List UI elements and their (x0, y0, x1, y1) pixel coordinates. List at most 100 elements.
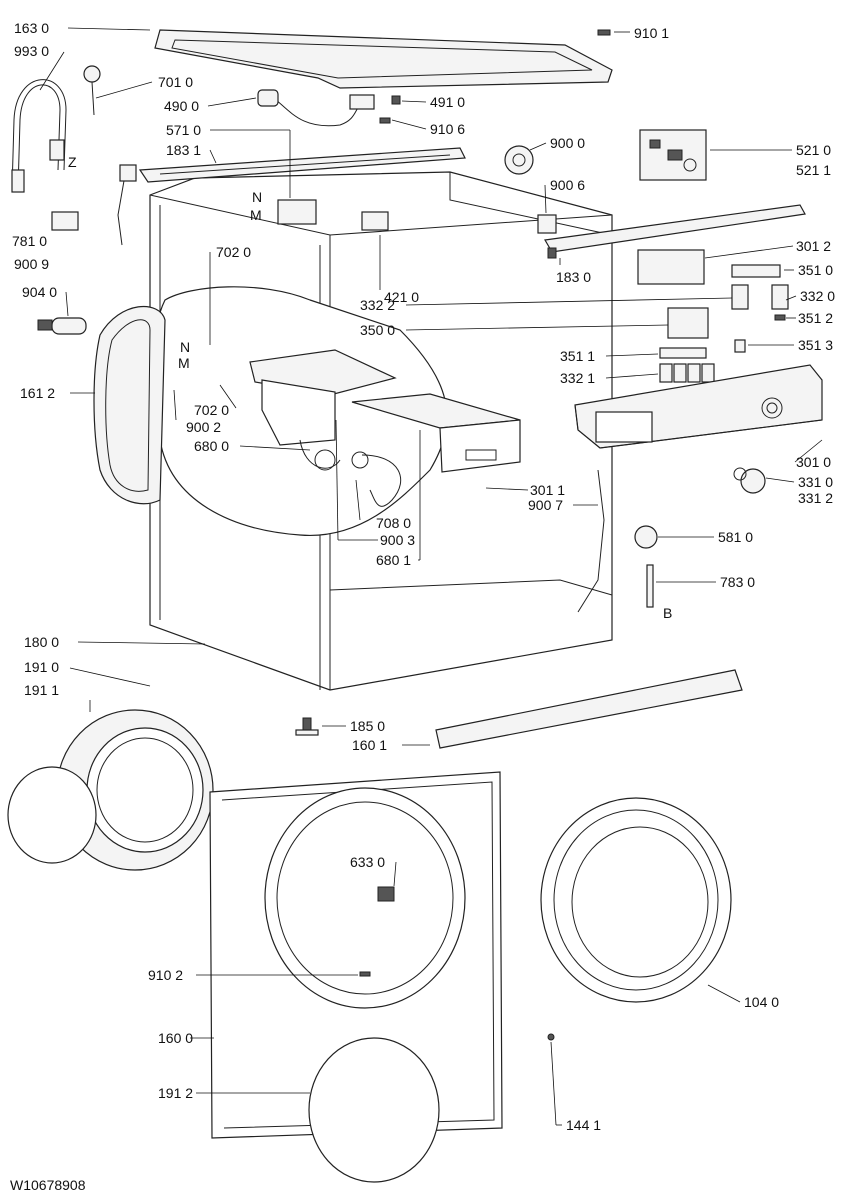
part-label: 144 1 (566, 1117, 601, 1133)
part-label: M (250, 207, 262, 223)
pressure-switch-part (634, 525, 658, 549)
part-label: Z (68, 154, 77, 170)
part-label: 900 9 (14, 256, 49, 272)
connector-part (361, 211, 389, 231)
part-label: B (663, 605, 672, 621)
kickplate-part (435, 669, 743, 749)
door-frame-part (540, 797, 732, 1003)
clip-part (51, 211, 79, 231)
control-module-part (639, 129, 707, 181)
detergent-drawer-part (351, 393, 521, 473)
part-label: N (180, 339, 190, 355)
part-label: 993 0 (14, 43, 49, 59)
part-label: 900 7 (528, 497, 563, 513)
bracket-part (731, 284, 749, 310)
part-label: 301 2 (796, 238, 831, 254)
part-label: 904 0 (22, 284, 57, 300)
part-label: 910 6 (430, 121, 465, 137)
part-label: 680 1 (376, 552, 411, 568)
part-label: 185 0 (350, 718, 385, 734)
part-label: 900 2 (186, 419, 221, 435)
door-boot-seal-part (93, 305, 166, 505)
part-label: 708 0 (376, 515, 411, 531)
part-label: 900 3 (380, 532, 415, 548)
part-label: 301 0 (796, 454, 831, 470)
part-label: 702 0 (216, 244, 251, 260)
part-label: 332 2 (360, 297, 395, 313)
part-label: 160 1 (352, 737, 387, 753)
foot-part (295, 717, 319, 736)
part-label: 191 1 (24, 682, 59, 698)
part-label: 183 1 (166, 142, 201, 158)
part-label: 350 0 (360, 322, 395, 338)
front-panel-part (209, 771, 503, 1183)
hose-hook-part (83, 65, 101, 83)
button-strip-part (731, 264, 781, 278)
part-label: 680 0 (194, 438, 229, 454)
part-label: 781 0 (12, 233, 47, 249)
part-label: 332 0 (800, 288, 835, 304)
document-code: W10678908 (10, 1177, 86, 1193)
small-part (774, 314, 786, 321)
part-label: 351 1 (560, 348, 595, 364)
part-label: 191 0 (24, 659, 59, 675)
switch-board-part (667, 307, 709, 339)
part-label: 521 0 (796, 142, 831, 158)
part-label: 421 0 (384, 289, 419, 305)
leader-lines (39, 27, 823, 1126)
part-label: 491 0 (430, 94, 465, 110)
part-label: 331 2 (798, 490, 833, 506)
clip-part (537, 214, 557, 234)
part-label: 900 6 (550, 177, 585, 193)
part-label: 702 0 (194, 402, 229, 418)
hose-part (361, 454, 402, 507)
part-label: 910 1 (634, 25, 669, 41)
control-panel-part (574, 364, 823, 449)
part-label: 581 0 (718, 529, 753, 545)
drain-hose-part (17, 84, 61, 191)
top-cover-part (154, 29, 613, 89)
screw-part (597, 29, 611, 36)
dispenser-part (249, 349, 397, 471)
wiring-part (577, 469, 605, 613)
valve-part (277, 199, 317, 225)
part-label: M (178, 355, 190, 371)
knob-part (740, 468, 766, 494)
part-label: 490 0 (164, 98, 199, 114)
part-label: 521 1 (796, 162, 831, 178)
part-label: 104 0 (744, 994, 779, 1010)
part-label: 351 0 (798, 262, 833, 278)
door-part (7, 709, 214, 871)
part-label: 351 3 (798, 337, 833, 353)
small-part (734, 339, 746, 353)
part-label: 331 0 (798, 474, 833, 490)
part-label: 351 2 (798, 310, 833, 326)
part-label: 332 1 (560, 370, 595, 386)
part-label: 301 1 (530, 482, 565, 498)
part-label: 191 2 (158, 1085, 193, 1101)
part-label: 633 0 (350, 854, 385, 870)
button-strip-part (659, 347, 707, 359)
part-label: 160 0 (158, 1030, 193, 1046)
part-label: 783 0 (720, 574, 755, 590)
part-label: N (252, 189, 262, 205)
part-label: 183 0 (556, 269, 591, 285)
part-label: 180 0 (24, 634, 59, 650)
tube-part (646, 564, 654, 608)
clip-part (504, 145, 534, 175)
part-label: 900 0 (550, 135, 585, 151)
part-label: 701 0 (158, 74, 193, 90)
button-set-part (659, 363, 715, 383)
bracket-part (771, 284, 789, 310)
part-label: 910 2 (148, 967, 183, 983)
screw-part (547, 1033, 555, 1041)
part-label: 163 0 (14, 20, 49, 36)
interface-board-part (637, 249, 705, 285)
filter-part (37, 317, 87, 335)
part-label: 161 2 (20, 385, 55, 401)
part-label: 571 0 (166, 122, 201, 138)
part-labels: 163 0 993 0 701 0 490 0 491 0 910 1 571 … (12, 20, 835, 1133)
hose-part (257, 89, 279, 107)
